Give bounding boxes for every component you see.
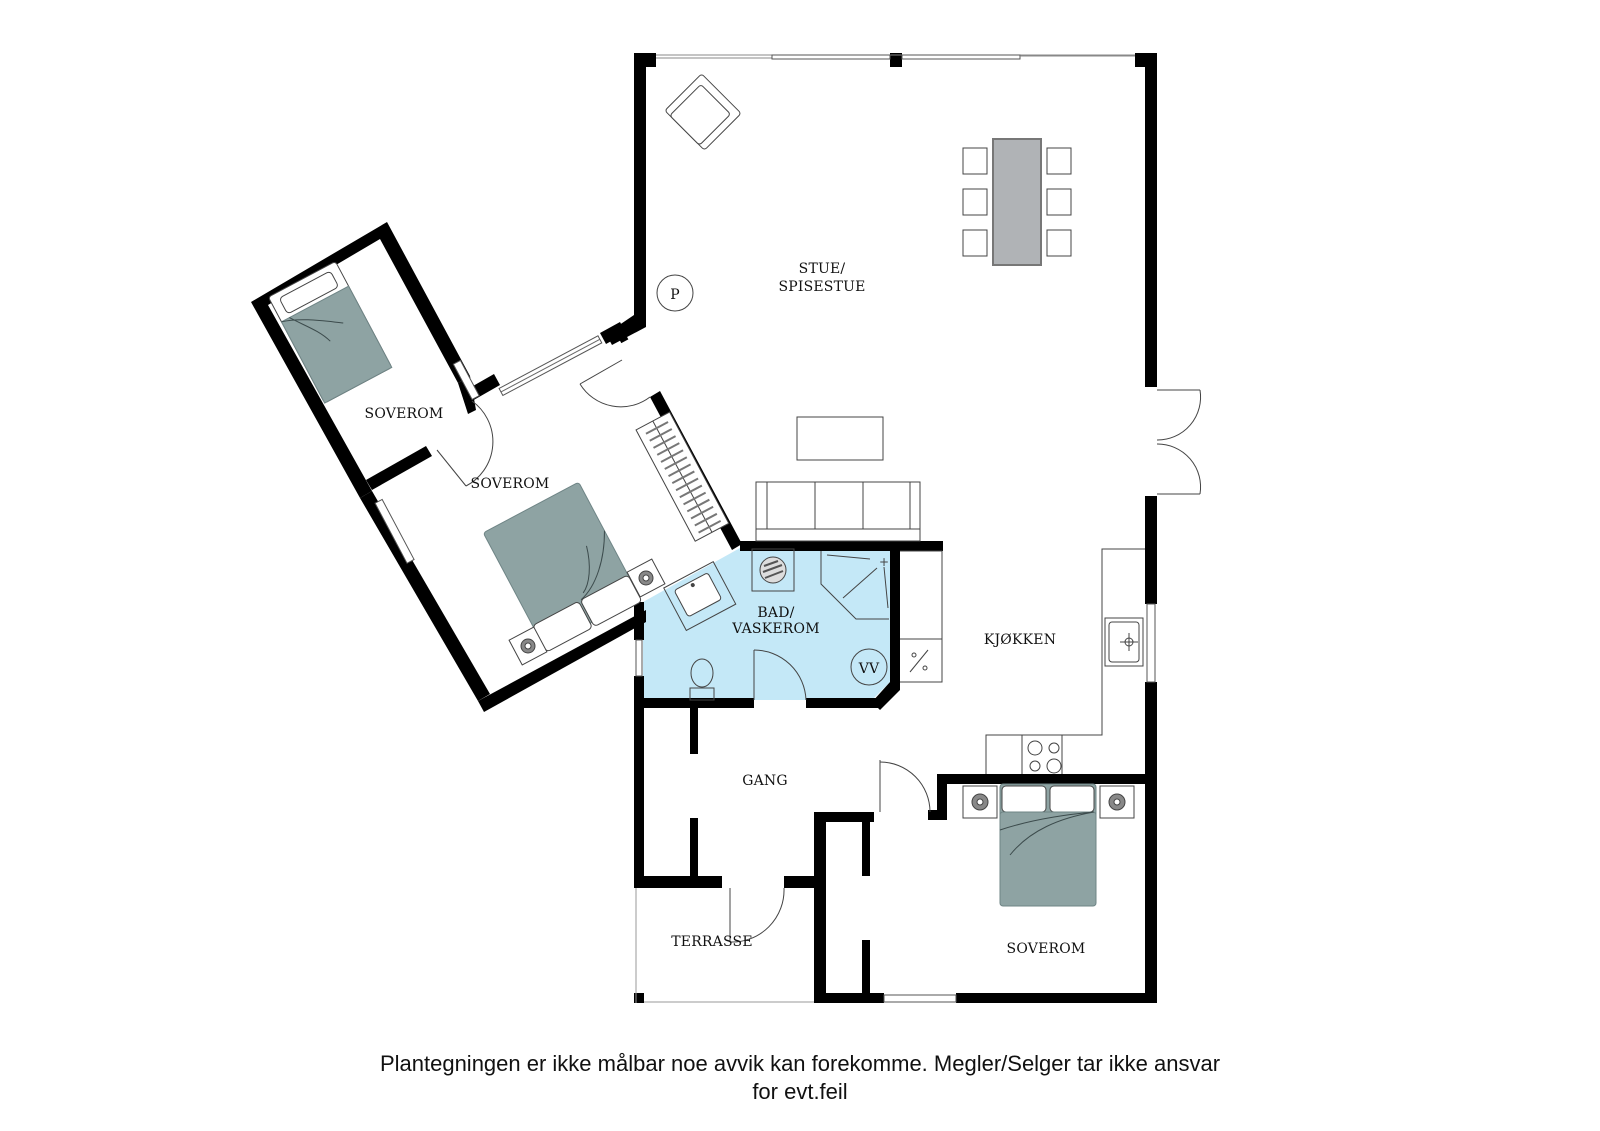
shower-icon: + (820, 551, 889, 620)
wardrobe-icon (635, 411, 730, 542)
armchair-icon (665, 74, 741, 150)
room-label-soverom-3: SOVEROM (1007, 941, 1086, 957)
room-label-stue: STUE/ (799, 261, 846, 277)
disclaimer-line-2: for evt.feil (752, 1079, 848, 1104)
svg-text:VV: VV (858, 661, 880, 677)
svg-text:+: + (879, 555, 889, 569)
window-bathroom (635, 639, 643, 677)
room-label-gang: GANG (742, 773, 788, 789)
window-kitchen (1146, 603, 1156, 683)
sink-icon (663, 561, 737, 632)
fireplace-icon: P (656, 274, 694, 312)
bed-icon (999, 783, 1097, 907)
dining-table-icon (962, 138, 1072, 266)
walls (606, 53, 1157, 1002)
window-bedroom2-left (374, 498, 415, 564)
kitchen-counter (900, 548, 1145, 774)
top-window-wall (656, 54, 1135, 60)
window-bedroom1 (452, 359, 480, 401)
disclaimer-text: Plantegningen er ikke målbar noe avvik k… (0, 1050, 1600, 1106)
washing-machine-icon (751, 548, 795, 592)
room-label-spisestue: SPISESTUE (778, 279, 865, 295)
disclaimer-line-1: Plantegningen er ikke målbar noe avvik k… (379, 1051, 1221, 1076)
room-label-kjokken: KJØKKEN (984, 632, 1056, 648)
doors (436, 359, 1202, 943)
room-label-terrasse: TERRASSE (671, 934, 753, 950)
sofa-icon (755, 481, 921, 542)
window-bedroom2-top (498, 335, 603, 397)
room-label-soverom-1: SOVEROM (365, 406, 444, 422)
water-heater-icon: VV (850, 648, 888, 686)
toilet-icon (689, 658, 715, 701)
room-label-soverom-2: SOVEROM (471, 476, 550, 492)
window-soverom3 (883, 994, 957, 1003)
svg-text:P: P (670, 287, 680, 303)
bathroom-walls (634, 541, 943, 886)
nightstand-lamp-icon (626, 558, 666, 598)
kitchen-sink-icon (1104, 617, 1144, 667)
nightstand-lamp-icon (962, 785, 998, 819)
lower-walls (634, 700, 1157, 1003)
room-label-vaskerom: VASKEROM (731, 621, 820, 637)
bed-icon (268, 261, 393, 404)
nightstand-lamp-icon (1099, 785, 1135, 819)
stove-icon (1027, 740, 1062, 774)
coffee-table-icon (796, 416, 884, 461)
nightstand-lamp-icon (508, 626, 548, 666)
bed-icon (483, 482, 642, 652)
room-label-bad: BAD/ (757, 605, 794, 621)
